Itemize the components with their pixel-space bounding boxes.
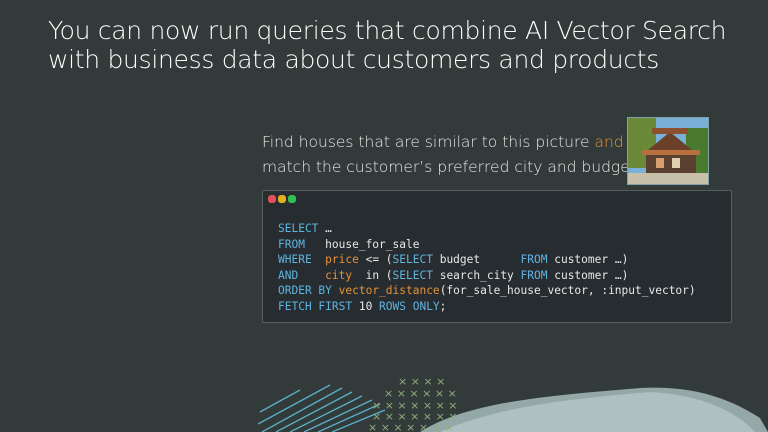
window-dot-icon bbox=[268, 195, 276, 203]
code-token: customer …) bbox=[547, 253, 629, 266]
code-token: SELECT bbox=[392, 268, 433, 282]
code-token bbox=[332, 284, 339, 297]
code-token: budget bbox=[432, 253, 521, 266]
code-token: (for_sale_house_vector, :input_vector) bbox=[439, 284, 696, 297]
code-token: ; bbox=[439, 299, 447, 313]
window-dots bbox=[268, 195, 296, 203]
code-token: FROM bbox=[278, 237, 305, 251]
subtitle-text: Find houses that are similar to this pic… bbox=[262, 133, 595, 151]
code-token: SELECT bbox=[392, 253, 433, 266]
code-token: customer …) bbox=[547, 268, 629, 282]
code-token: in ( bbox=[352, 268, 393, 282]
code-token: 10 bbox=[352, 299, 380, 313]
subtitle-accent: and bbox=[594, 133, 624, 151]
code-line: ORDER BY vector_distance(for_sale_house_… bbox=[278, 283, 696, 299]
blob-shape-inner bbox=[440, 392, 755, 432]
code-line: FROM house_for_sale bbox=[278, 237, 696, 253]
title-line: You can now run queries that combine AI … bbox=[48, 16, 727, 45]
code-token: … bbox=[318, 222, 332, 235]
window-dot-icon bbox=[288, 195, 296, 203]
hatch-pattern bbox=[257, 384, 386, 432]
code-line: AND city in (SELECT search_city FROM cus… bbox=[278, 268, 696, 284]
svg-text:× × × × × × ×: × × × × × × × bbox=[368, 421, 454, 432]
code-token: city bbox=[325, 268, 353, 282]
house-photo-icon bbox=[627, 117, 709, 185]
code-token: SELECT bbox=[278, 222, 319, 235]
title-line: with business data about customers and p… bbox=[48, 45, 659, 74]
code-token bbox=[312, 253, 325, 266]
code-token: ROWS ONLY bbox=[379, 299, 440, 313]
subtitle-text: match the customer’s preferred city and … bbox=[262, 158, 636, 176]
slide-subtitle: Find houses that are similar to this pic… bbox=[262, 130, 636, 180]
svg-text:× × × × × × ×: × × × × × × × bbox=[372, 410, 458, 423]
code-line: FETCH FIRST 10 ROWS ONLY; bbox=[278, 299, 696, 315]
code-token bbox=[298, 269, 325, 282]
code-line: WHERE price <= (SELECT budget FROM custo… bbox=[278, 252, 696, 268]
code-token: price bbox=[325, 253, 359, 266]
code-token: vector_distance bbox=[338, 284, 440, 297]
svg-text:× × × ×: × × × × bbox=[398, 375, 445, 388]
code-token: ORDER BY bbox=[278, 284, 332, 297]
code-token: AND bbox=[278, 268, 299, 282]
code-token: FROM bbox=[520, 253, 548, 266]
code-token: house_for_sale bbox=[304, 237, 420, 251]
code-line: SELECT … bbox=[278, 221, 696, 237]
svg-text:× × × × × × ×: × × × × × × × bbox=[372, 399, 458, 412]
code-token: WHERE bbox=[278, 253, 312, 266]
code-token: FROM bbox=[520, 268, 548, 282]
window-dot-icon bbox=[278, 195, 286, 203]
x-pattern: × × × ×× × × × × × × × × × × × ×× × × × … bbox=[368, 375, 458, 432]
code-token: search_city bbox=[432, 268, 521, 282]
svg-text:× × × × × ×: × × × × × × bbox=[384, 387, 457, 400]
slide-title: You can now run queries that combine AI … bbox=[48, 16, 726, 74]
code-token: FETCH FIRST bbox=[278, 299, 353, 313]
code-token: <= ( bbox=[358, 253, 393, 266]
